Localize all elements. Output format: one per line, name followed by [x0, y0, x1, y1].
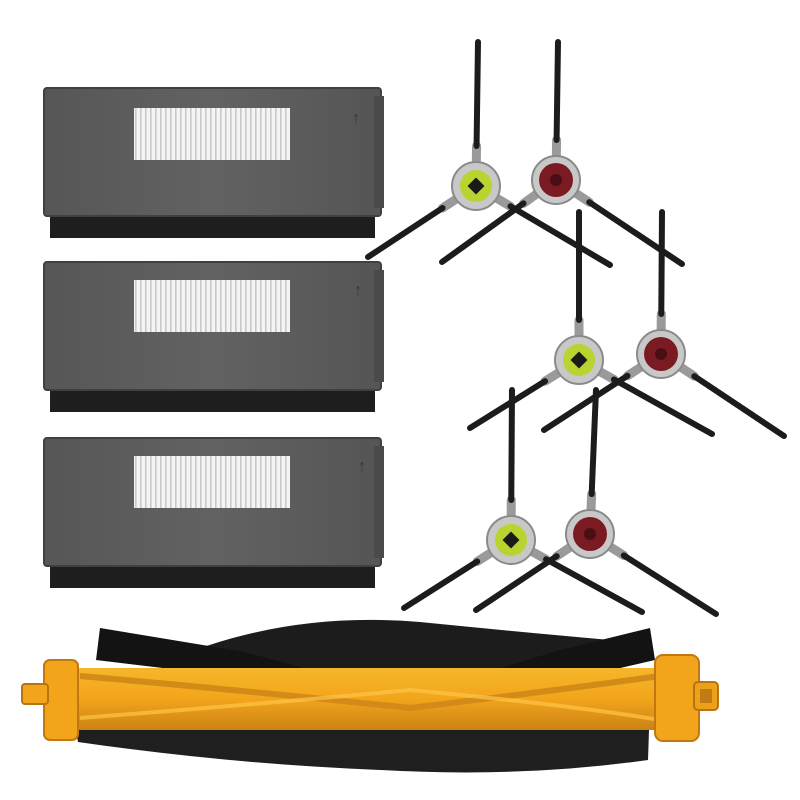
brush-bristle-arm — [543, 556, 645, 615]
brush-hub-socket — [655, 348, 667, 360]
hepa-filter-3: ↑ — [43, 437, 384, 588]
brush-hub-socket — [570, 351, 588, 369]
brush-hub-socket — [550, 174, 562, 186]
brush-bristle-arm — [365, 204, 446, 260]
side-brush-3 — [467, 209, 715, 437]
hepa-filter-1: ↑ — [43, 87, 384, 238]
brush-bristle-arm — [473, 39, 481, 150]
filter-mesh — [134, 456, 290, 508]
brush-bristle-arm — [691, 373, 787, 439]
brush-bristle-arm — [610, 376, 715, 437]
hepa-filter-2: ↑ — [43, 261, 384, 412]
main-roller-brush — [21, 619, 719, 773]
filter-arrow-icon: ↑ — [352, 108, 361, 128]
filter-side-tab — [374, 446, 384, 558]
roller-end-cap-left — [43, 659, 79, 741]
brush-bristle-arm — [620, 552, 719, 617]
brush-hub-socket — [584, 528, 596, 540]
brush-bristle-arm — [586, 199, 685, 267]
roller-end-cap-right — [654, 654, 700, 742]
filter-side-tab — [374, 96, 384, 208]
brush-hub-socket — [502, 531, 520, 549]
filter-arrow-icon: ↑ — [354, 280, 363, 300]
side-brush-5 — [401, 387, 645, 615]
roller-axle-left — [21, 683, 49, 705]
brush-hub-socket — [467, 177, 485, 195]
side-brush-6 — [473, 387, 719, 617]
brush-bristle-arm — [401, 558, 481, 611]
brush-bristle-arm — [508, 387, 515, 504]
brush-bristle-arm — [588, 387, 599, 498]
brush-bristle-arm — [473, 553, 560, 613]
brush-bristle-arm — [439, 200, 527, 265]
roller-hex-socket — [700, 689, 712, 703]
brush-bristle-arm — [553, 39, 561, 144]
side-brushes — [365, 39, 787, 617]
roller-core — [72, 668, 664, 730]
filter-mesh — [134, 280, 290, 332]
filter-arrow-icon: ↑ — [358, 456, 367, 476]
brush-bristle-arm — [467, 378, 549, 431]
brush-bristle-arm — [541, 372, 631, 433]
side-brush-2 — [439, 39, 685, 267]
side-brush-1 — [365, 39, 613, 268]
brush-bristle-arm — [658, 209, 665, 318]
roller-rib — [79, 687, 661, 722]
brush-bristle-arm — [507, 203, 613, 268]
side-brush-4 — [541, 209, 787, 439]
filter-side-tab — [374, 270, 384, 382]
filter-mesh — [134, 108, 290, 160]
roller-rib — [79, 673, 661, 712]
